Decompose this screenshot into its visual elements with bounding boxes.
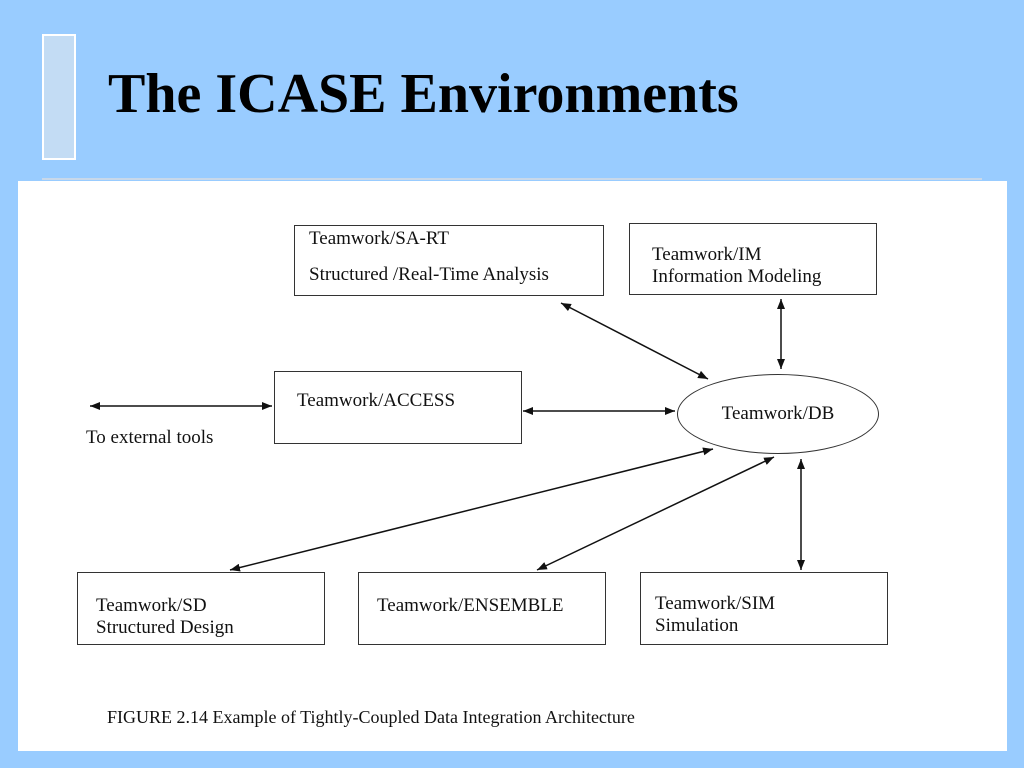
node-sart-title: Teamwork/SA-RT bbox=[309, 228, 450, 249]
node-ensemble: Teamwork/ENSEMBLE bbox=[358, 572, 606, 645]
diagram-edges bbox=[90, 299, 805, 572]
node-sd-desc: Structured Design bbox=[96, 617, 234, 638]
node-ensemble-title: Teamwork/ENSEMBLE bbox=[377, 595, 564, 616]
node-access-title: Teamwork/ACCESS bbox=[297, 390, 456, 411]
hub-node-db: Teamwork/DB bbox=[677, 374, 879, 454]
external-tools-label: To external tools bbox=[86, 427, 214, 448]
node-im-desc: Information Modeling bbox=[652, 266, 822, 287]
edge-db-sd bbox=[229, 447, 714, 572]
figure-caption: FIGURE 2.14 Example of Tightly-Coupled D… bbox=[107, 707, 635, 727]
node-sim-desc: Simulation bbox=[655, 615, 739, 636]
figure-panel: Teamwork/SA-RT Structured /Real-Time Ana… bbox=[18, 181, 1007, 751]
node-im: Teamwork/IM Information Modeling bbox=[629, 223, 877, 295]
node-sd: Teamwork/SD Structured Design bbox=[77, 572, 325, 645]
node-sart: Teamwork/SA-RT Structured /Real-Time Ana… bbox=[294, 225, 604, 296]
node-sd-title: Teamwork/SD bbox=[96, 595, 207, 616]
hub-node-db-label: Teamwork/DB bbox=[721, 403, 835, 424]
title-accent-bar bbox=[42, 34, 76, 160]
title-divider bbox=[42, 178, 982, 180]
edge-db-ensemble bbox=[536, 456, 775, 571]
node-sim-title: Teamwork/SIM bbox=[655, 593, 776, 614]
node-access: Teamwork/ACCESS bbox=[274, 371, 522, 444]
edge-sart-db bbox=[560, 302, 709, 380]
node-sart-desc: Structured /Real-Time Analysis bbox=[309, 264, 549, 285]
node-sim: Teamwork/SIM Simulation bbox=[640, 572, 888, 645]
node-im-title: Teamwork/IM bbox=[652, 244, 762, 265]
slide-title: The ICASE Environments bbox=[108, 63, 739, 125]
